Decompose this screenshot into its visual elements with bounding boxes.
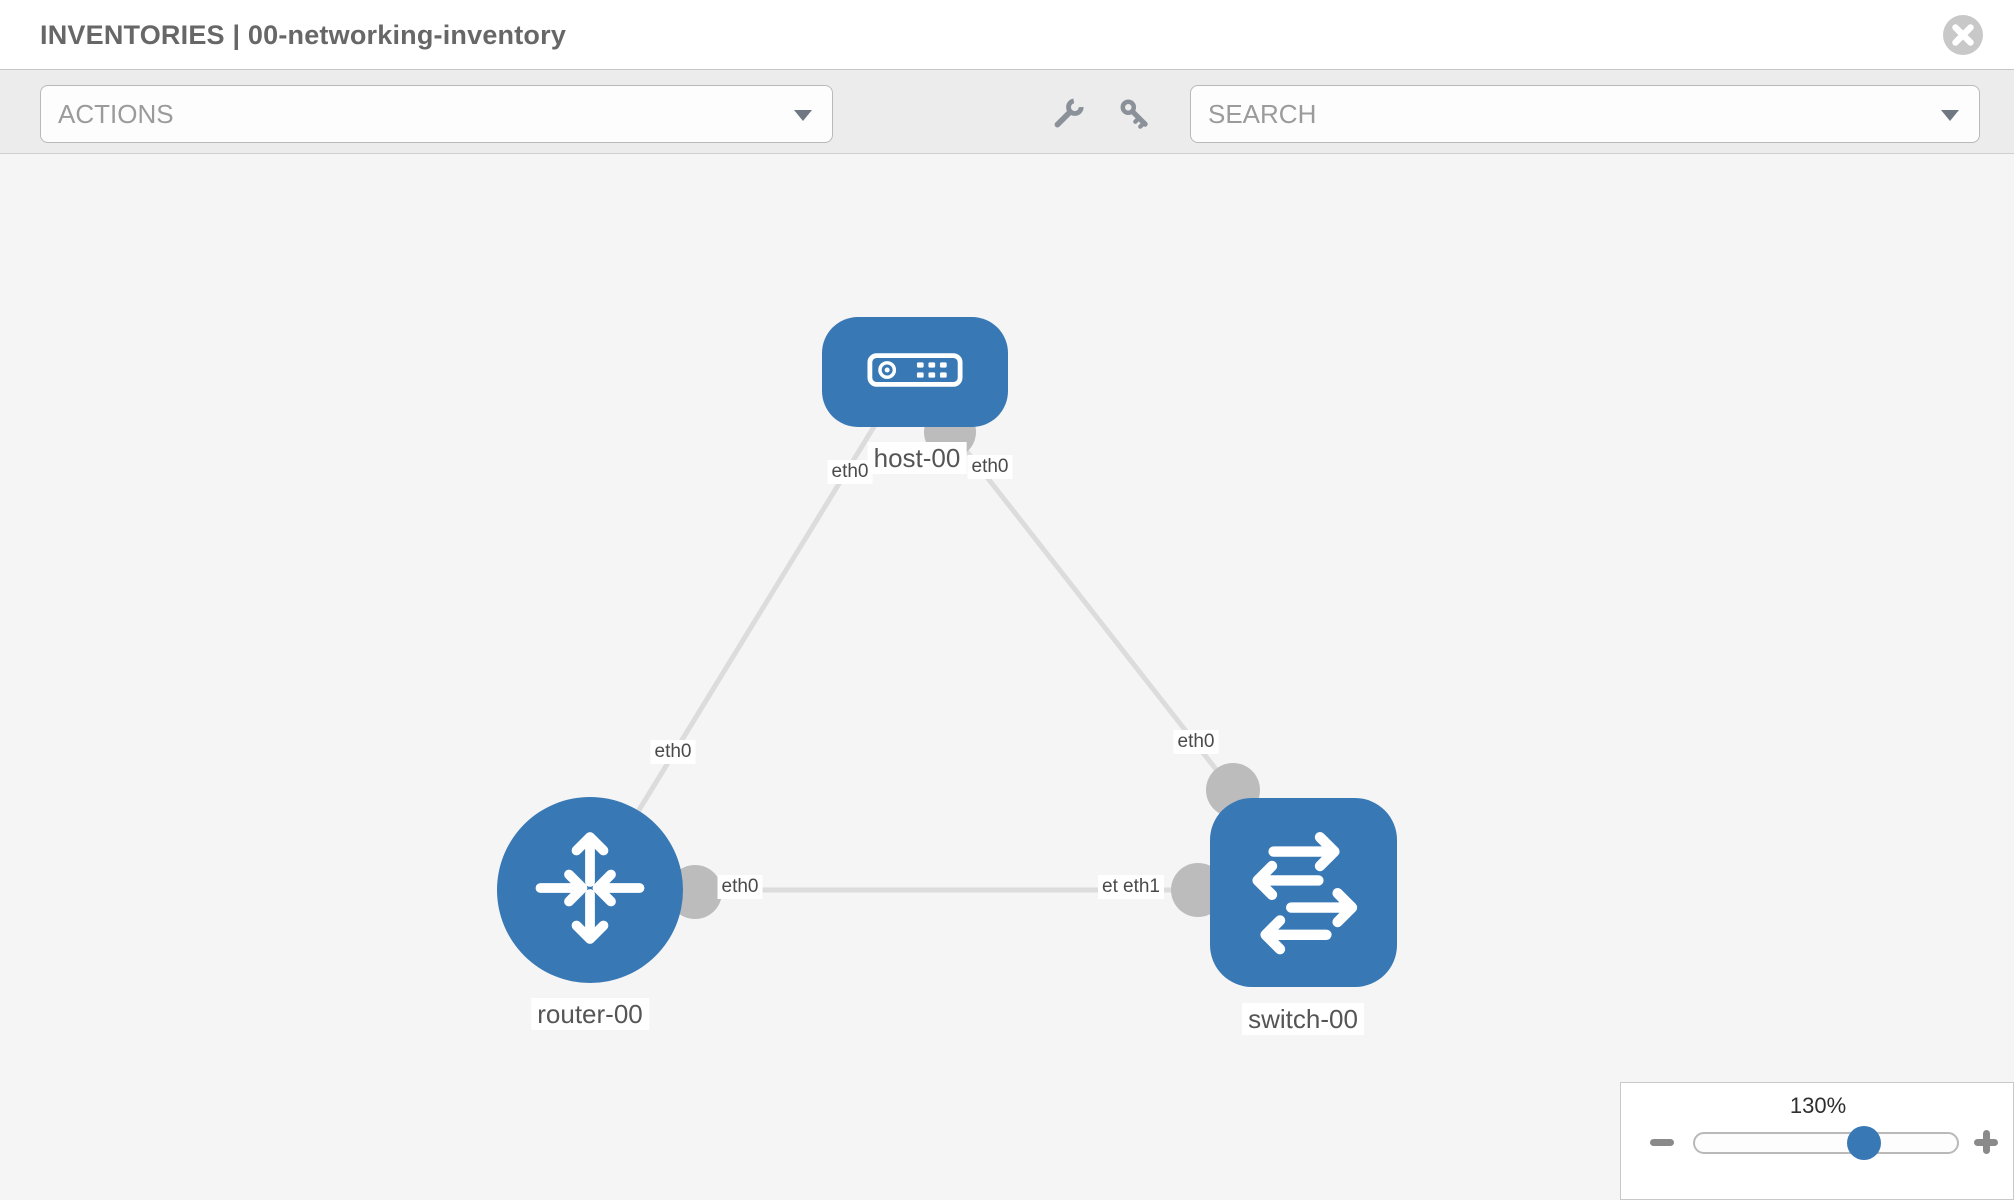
actions-dropdown[interactable]: ACTIONS <box>40 85 833 143</box>
close-icon <box>1941 15 1985 60</box>
zoom-slider-track[interactable] <box>1693 1132 1959 1154</box>
search-dropdown[interactable]: SEARCH <box>1190 85 1980 143</box>
interface-label-switch-top-eth0: eth0 <box>1173 730 1219 754</box>
host-icon <box>867 352 963 393</box>
topology-canvas[interactable]: host-00 router-00 switch-00 eth0 eth0 et… <box>0 154 2014 1200</box>
wrench-icon <box>1048 98 1088 137</box>
header: INVENTORIES | 00-networking-inventory <box>0 0 2014 70</box>
interface-label-host-left-eth0: eth0 <box>827 460 873 484</box>
zoom-in-button[interactable] <box>1971 1127 2001 1157</box>
chevron-down-icon <box>794 110 812 121</box>
router-icon <box>515 813 665 968</box>
configure-button[interactable] <box>1048 94 1088 134</box>
node-label-host: host-00 <box>867 442 967 474</box>
zoom-slider-thumb[interactable] <box>1847 1126 1881 1160</box>
node-label-router: router-00 <box>531 998 649 1030</box>
node-router-00[interactable] <box>497 797 683 983</box>
node-host-00[interactable] <box>822 317 1008 427</box>
search-dropdown-label: SEARCH <box>1208 99 1317 129</box>
plus-icon <box>1982 1130 1990 1154</box>
key-icon <box>1115 99 1155 137</box>
zoom-level: 130% <box>1789 1093 1847 1118</box>
switch-icon <box>1224 810 1384 975</box>
close-button[interactable] <box>1941 13 1985 57</box>
actions-dropdown-label: ACTIONS <box>58 99 174 129</box>
interface-label-switch-eth1: eth1 <box>1119 875 1164 899</box>
node-switch-00[interactable] <box>1210 798 1397 987</box>
interface-label-mid-eth0: eth0 <box>717 875 763 899</box>
toolbar: ACTIONS <box>0 70 2014 154</box>
interface-label-host-right-eth0: eth0 <box>967 455 1013 479</box>
node-label-switch: switch-00 <box>1242 1003 1364 1035</box>
zoom-out-button[interactable] <box>1647 1127 1677 1157</box>
minus-icon <box>1650 1138 1674 1146</box>
topology-links <box>587 406 1300 919</box>
page-title: INVENTORIES | 00-networking-inventory <box>40 20 567 50</box>
credentials-button[interactable] <box>1115 94 1155 134</box>
chevron-down-icon <box>1941 110 1959 121</box>
interface-label-router-eth0: eth0 <box>650 740 696 764</box>
zoom-panel: 130% <box>1620 1082 2014 1200</box>
